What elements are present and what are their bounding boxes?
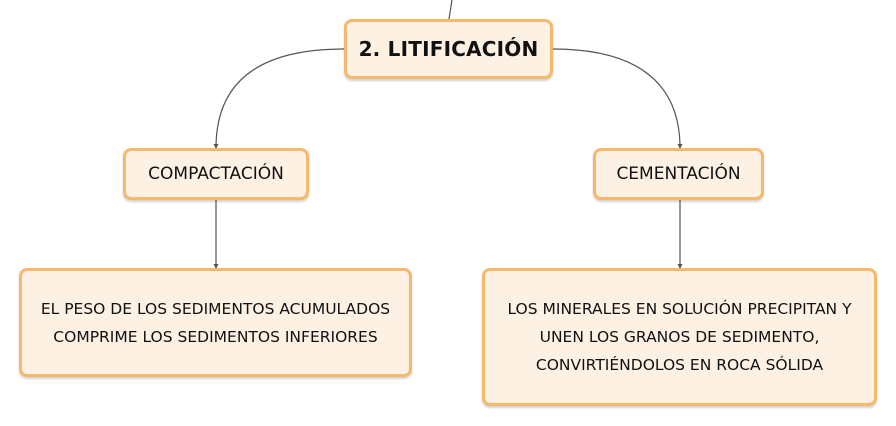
arrowhead-cementacion (677, 144, 683, 149)
cementacion-description-text: LOS MINERALES EN SOLUCIÓN PRECIPITAN Y U… (507, 300, 852, 374)
node-cementacion-label: CEMENTACIÓN (616, 164, 741, 184)
root-node-label: 2. LITIFICACIÓN (358, 37, 539, 61)
compactacion-description-text: EL PESO DE LOS SEDIMENTOS ACUMULADOS COM… (40, 299, 391, 346)
incoming-connector (448, 0, 453, 20)
root-node-litificacion[interactable]: 2. LITIFICACIÓN (344, 19, 553, 79)
arrowhead-compactacion (213, 144, 219, 149)
arrowhead-compactacion-description (213, 264, 219, 269)
node-cementacion-description[interactable]: LOS MINERALES EN SOLUCIÓN PRECIPITAN Y U… (482, 268, 877, 406)
node-compactacion[interactable]: COMPACTACIÓN (123, 148, 309, 200)
node-cementacion[interactable]: CEMENTACIÓN (593, 148, 764, 200)
arrowhead-cementacion-description (677, 264, 683, 269)
node-compactacion-description[interactable]: EL PESO DE LOS SEDIMENTOS ACUMULADOS COM… (19, 268, 412, 377)
connector-root-to-cementacion (552, 48, 681, 149)
node-compactacion-label: COMPACTACIÓN (148, 164, 284, 184)
connector-root-to-compactacion (215, 48, 345, 149)
